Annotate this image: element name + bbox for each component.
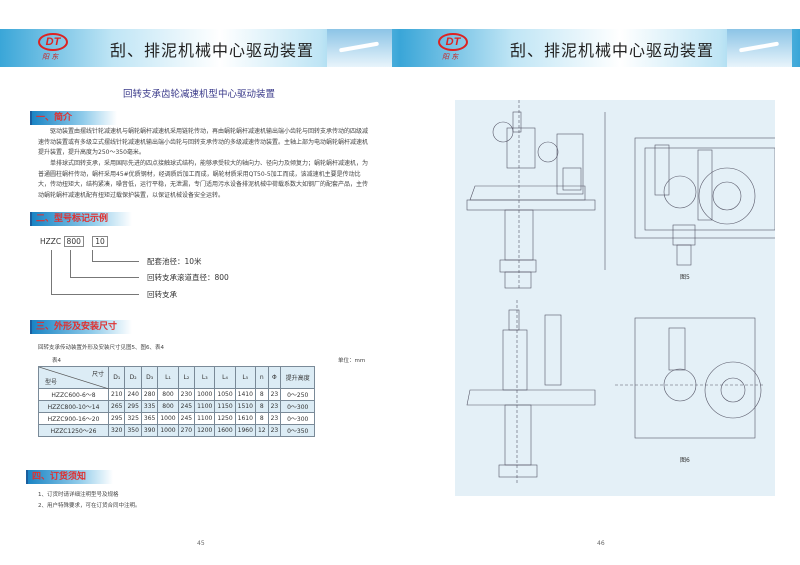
table-cell: 230	[177, 388, 196, 401]
table-cell: 1200	[194, 424, 216, 437]
table-cell: 390	[140, 424, 159, 437]
table-cell: 23	[267, 424, 282, 437]
airplane-image	[327, 29, 392, 67]
section-heading-dimensions: 三、外形及安装尺寸	[30, 320, 132, 334]
table-cell: 325	[124, 412, 142, 425]
drawing-panel: 图5 图6	[455, 100, 786, 496]
model-label-bearing: 回转支承	[147, 290, 177, 299]
figure-5-plan	[634, 137, 786, 266]
table-cell: 295	[124, 400, 142, 413]
figure-5-label: 图5	[680, 274, 690, 281]
model-cell: HZZC900-16～20	[38, 412, 109, 425]
table-cell: 1050	[214, 388, 236, 401]
column-header: L₅	[234, 366, 256, 389]
intro-paragraph: 驱动装置由摆线针轮减速机与蜗轮蜗杆减速机采用链轮传动，再由蜗轮蜗杆减速机输出端小…	[38, 128, 369, 156]
table-cell: 8	[254, 388, 269, 401]
table-cell: 1150	[214, 400, 236, 413]
model-label-bearing-diameter: 回转支承滚道直径：800	[147, 273, 229, 282]
column-header: D₁	[107, 366, 126, 389]
dimensions-table: 尺寸 型号 D₁ D₂ D₃ L₁ L₂ L₃ L₄ L₅ n Φ 提升高度 H…	[38, 366, 316, 437]
intro-paragraph: 单排球式回转支承，采用国际先进的四点接触球式结构，能够承受较大的轴向力、径向力及…	[38, 160, 369, 199]
table-cell: 265	[107, 400, 126, 413]
table-cell: 270	[177, 424, 196, 437]
column-header: 提升高度	[280, 366, 316, 389]
page-subtitle: 回转支承齿轮减速机型中心驱动装置	[123, 89, 276, 100]
table-cell: 280	[140, 388, 159, 401]
table-caption: 表4	[52, 358, 61, 364]
figure-6-label: 图6	[680, 457, 690, 464]
model-code: HZZC 800 10	[40, 236, 108, 247]
table-cell: 335	[140, 400, 159, 413]
unit-label: 单位：mm	[338, 358, 366, 364]
table-cell: 8	[254, 400, 269, 413]
table-cell: 1960	[234, 424, 256, 437]
section-heading-intro: 一、简介	[30, 111, 117, 125]
table-cell: 23	[267, 400, 282, 413]
table-cell: 800	[157, 388, 179, 401]
table-cell: 0～350	[280, 424, 316, 437]
table-cell: 295	[107, 412, 126, 425]
model-cell: HZZC1250～26	[38, 424, 109, 437]
table-cell: 350	[124, 424, 142, 437]
header-title: 刮、排泥机械中心驱动装置	[510, 41, 715, 60]
section-heading-order: 四、订货须知	[26, 470, 113, 484]
table-cell: 1100	[194, 400, 216, 413]
table-cell: 320	[107, 424, 126, 437]
technical-drawings	[466, 100, 786, 485]
table-cell: 1250	[214, 412, 236, 425]
dimensions-intro: 回转支承传动装置外形及安装尺寸见图5、图6、表4	[38, 345, 164, 351]
column-header: n	[254, 366, 269, 389]
order-note: 2、用户特殊要求，可在订货合同中注明。	[38, 503, 141, 509]
figure-6-plan	[615, 317, 765, 439]
table-cell: 0～300	[280, 412, 316, 425]
column-header: L₁	[157, 366, 179, 389]
model-cell: HZZC600-6～8	[38, 388, 109, 401]
table-cell: 23	[267, 388, 282, 401]
table-cell: 8	[254, 412, 269, 425]
table-cell: 1100	[194, 412, 216, 425]
column-header: L₂	[177, 366, 196, 389]
figure-6-elevation	[466, 300, 596, 485]
table-cell: 1410	[234, 388, 256, 401]
table-cell: 1000	[194, 388, 216, 401]
order-note: 1、订货时请详细注明型号及规格	[38, 492, 119, 498]
page-number: 45	[197, 540, 205, 547]
column-header: L₃	[194, 366, 216, 389]
table-cell: 1510	[234, 400, 256, 413]
table-cell: 240	[124, 388, 142, 401]
column-header: Φ	[267, 366, 282, 389]
column-header: D₂	[124, 366, 142, 389]
table-cell: 210	[107, 388, 126, 401]
column-header: D₃	[140, 366, 159, 389]
page-number: 46	[597, 540, 605, 547]
table-corner-header: 尺寸 型号	[38, 366, 109, 389]
airplane-image	[727, 29, 792, 67]
table-cell: 23	[267, 412, 282, 425]
table-cell: 245	[177, 400, 196, 413]
table-cell: 1610	[234, 412, 256, 425]
model-cell: HZZC800-10～14	[38, 400, 109, 413]
table-cell: 800	[157, 400, 179, 413]
table-cell: 0～300	[280, 400, 316, 413]
column-header: L₄	[214, 366, 236, 389]
table-cell: 1000	[157, 424, 179, 437]
table-cell: 1600	[214, 424, 236, 437]
section-heading-model: 二、型号标记示例	[30, 212, 132, 226]
table-cell: 365	[140, 412, 159, 425]
table-cell: 0～250	[280, 388, 316, 401]
table-cell: 12	[254, 424, 269, 437]
table-cell: 1000	[157, 412, 179, 425]
figure-5-elevation	[466, 100, 606, 290]
header-title: 刮、排泥机械中心驱动装置	[110, 41, 315, 60]
table-cell: 245	[177, 412, 196, 425]
model-label-pool: 配套池径：10米	[147, 257, 202, 266]
